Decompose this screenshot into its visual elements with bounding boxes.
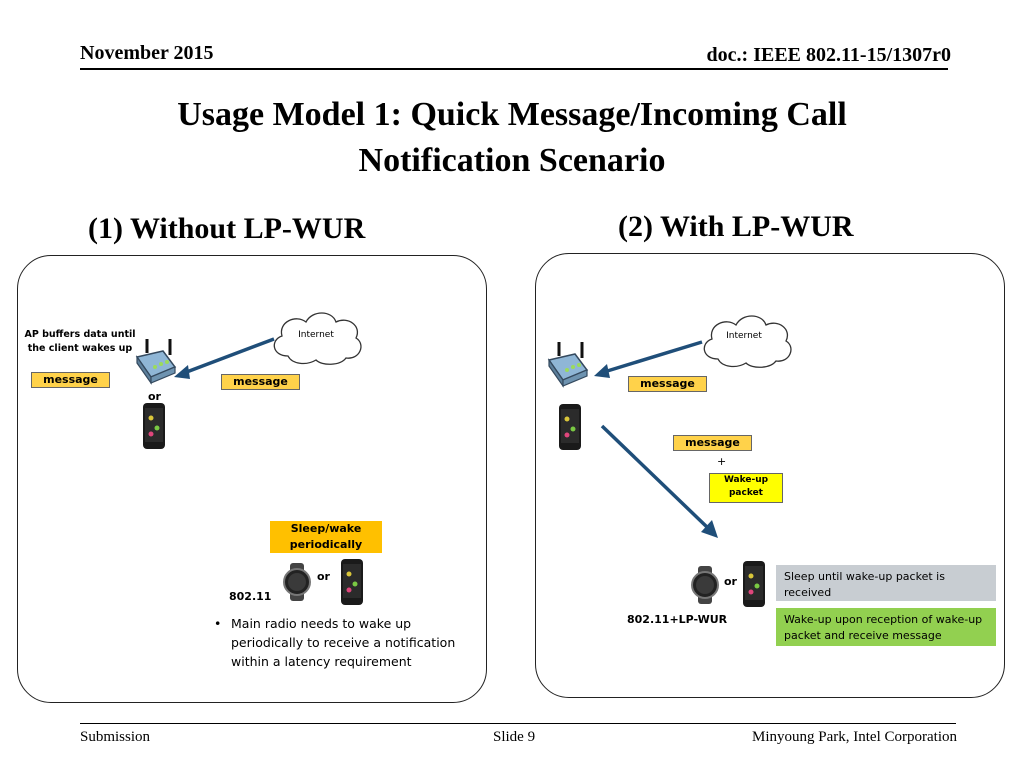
wakeup-packet-box: Wake-up packet — [709, 473, 783, 503]
access-point-icon — [547, 342, 589, 388]
bullet-dot: • — [214, 616, 222, 631]
slide-title-line1: Usage Model 1: Quick Message/Incoming Ca… — [177, 96, 847, 133]
buffered-message: message — [31, 372, 110, 388]
or-label-bottom: or — [317, 570, 330, 583]
left-incoming-message: message — [221, 374, 300, 390]
header-divider — [80, 68, 948, 70]
left-device-label: 802.11 — [229, 590, 272, 603]
footer-author: Minyoung Park, Intel Corporation — [752, 729, 957, 745]
wakeup-transmit-arrow — [600, 424, 718, 538]
smartphone-icon — [559, 404, 581, 450]
or-label-top: or — [148, 390, 161, 403]
wakeup-packet-line1: Wake-up — [723, 475, 769, 485]
right-scenario-panel — [535, 253, 1005, 698]
sleep-wake-line1: Sleep/wake — [290, 522, 362, 535]
plus-sign: + — [717, 455, 727, 468]
right-heading: (2) With LP-WUR — [618, 210, 854, 243]
ap-buffer-note: AP buffers data until the client wakes u… — [24, 328, 136, 356]
ap-buffer-note-line2: the client wakes up — [27, 343, 133, 354]
smartphone-icon — [341, 559, 363, 605]
sleep-wake-line2: periodically — [289, 538, 363, 551]
slide-title-line2: Notification Scenario — [358, 142, 666, 179]
slide-title: Usage Model 1: Quick Message/Incoming Ca… — [60, 92, 964, 184]
left-scenario-panel — [17, 255, 487, 703]
right-downlink-message: message — [673, 435, 752, 451]
wakeup-packet-line2: packet — [728, 488, 763, 498]
right-data-arrow — [594, 340, 703, 378]
smartwatch-icon — [283, 563, 311, 601]
bullet-line1: Main radio needs to wake up — [231, 616, 412, 631]
left-bullet: • Main radio needs to wake up periodical… — [214, 614, 484, 671]
bullet-line2: periodically to receive a notification — [231, 635, 456, 650]
bullet-line3: within a latency requirement — [231, 654, 412, 669]
smartphone-icon — [143, 403, 165, 449]
left-heading: (1) Without LP-WUR — [88, 212, 366, 245]
internet-cloud-icon — [273, 312, 362, 365]
smartwatch-icon — [691, 566, 719, 604]
left-data-arrow — [174, 337, 275, 379]
right-or-label: or — [724, 575, 737, 588]
wakeup-reception-note: Wake-up upon reception of wake-up packet… — [776, 608, 996, 646]
left-internet-label: Internet — [298, 330, 334, 340]
sleep-until-wakeup-note: Sleep until wake-up packet is received — [776, 565, 996, 601]
footer-slide-number: Slide 9 — [493, 729, 536, 745]
footer-submission: Submission — [80, 729, 151, 745]
sleep-wake-box: Sleep/wake periodically — [270, 521, 382, 553]
ap-buffer-note-line1: AP buffers data until — [24, 329, 136, 340]
header-doc-id: doc.: IEEE 802.11-15/1307r0 — [706, 44, 951, 66]
internet-cloud-icon — [703, 315, 792, 368]
right-incoming-message: message — [628, 376, 707, 392]
footer-divider — [80, 723, 956, 724]
access-point-icon — [135, 339, 177, 385]
smartphone-icon — [743, 561, 765, 607]
header-date: November 2015 — [80, 42, 214, 64]
right-internet-label: Internet — [726, 331, 762, 341]
right-device-label: 802.11+LP-WUR — [627, 613, 728, 626]
